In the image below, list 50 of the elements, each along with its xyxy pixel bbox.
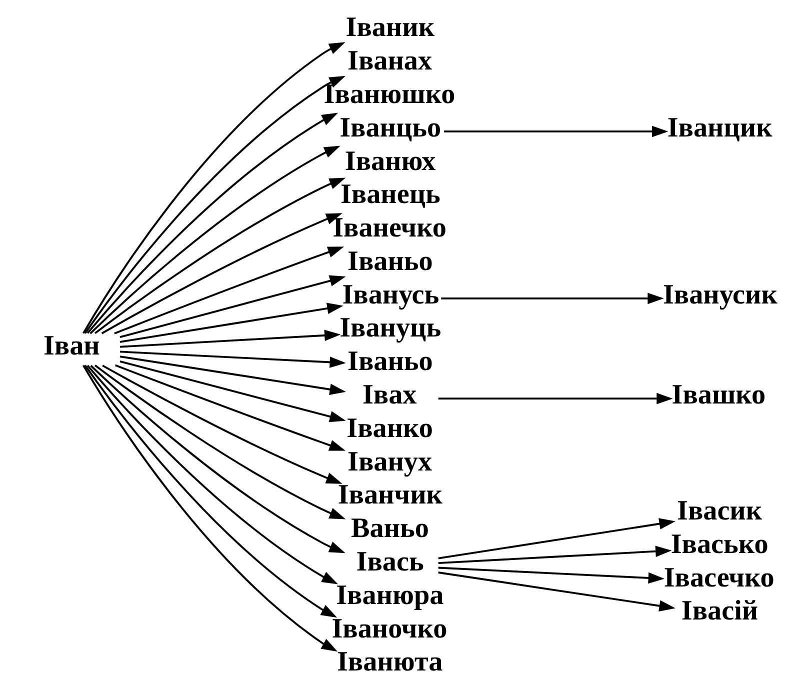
node-text: Іваньо [347, 346, 432, 378]
node-text: Іваньо [347, 246, 432, 277]
node-text: Іванух [347, 446, 432, 478]
node-text: Ваньо [350, 513, 428, 544]
arrow [100, 213, 342, 334]
node-text: Івасечко [663, 562, 774, 594]
node-text: Івануць [339, 312, 441, 344]
node-text: Івась [356, 546, 424, 578]
node-text: Іванюра [336, 580, 444, 611]
node-text: Івашко [671, 380, 766, 411]
arrow [90, 364, 345, 554]
node-text: Івасько [670, 528, 768, 560]
node-text: Іванечко [332, 212, 446, 244]
arrow [438, 518, 675, 560]
node-text: Івасик [676, 496, 762, 526]
arrow [438, 392, 672, 404]
arrow [119, 356, 346, 395]
arrow [119, 275, 346, 338]
node-text: Іванцик [666, 112, 772, 144]
arrow [119, 302, 343, 343]
arrow [86, 112, 338, 334]
node-text: Іванець [340, 179, 440, 210]
node-text: Іванюх [344, 146, 436, 177]
node-text: Іван [42, 330, 100, 362]
arrow [440, 292, 664, 304]
arrow [438, 572, 675, 612]
arrow [114, 246, 344, 334]
arrow [119, 360, 346, 422]
node-text: Іванюта [336, 646, 442, 678]
arrow [438, 546, 672, 564]
node-text: Івах [362, 380, 416, 411]
arrow [94, 364, 346, 520]
arrow [119, 330, 340, 348]
node-text: Іваник [345, 12, 434, 44]
arrow [102, 364, 342, 484]
arrow [94, 178, 346, 334]
node-text: Івасій [680, 596, 758, 627]
arrow [114, 364, 346, 451]
node-text: Іванчик [337, 480, 442, 511]
node-text: Іванко [346, 412, 432, 444]
node-text: Іванах [347, 46, 432, 77]
node-text: Іванцьо [339, 112, 441, 144]
arrow [438, 566, 664, 584]
node-text: Іваночко [331, 613, 447, 644]
node-text: Іванусик [662, 279, 777, 310]
arrow [443, 126, 668, 138]
node-text: Іванусь [342, 279, 439, 310]
arrow [89, 146, 340, 334]
node-text: Іванюшко [323, 78, 455, 110]
arrow [119, 350, 346, 368]
